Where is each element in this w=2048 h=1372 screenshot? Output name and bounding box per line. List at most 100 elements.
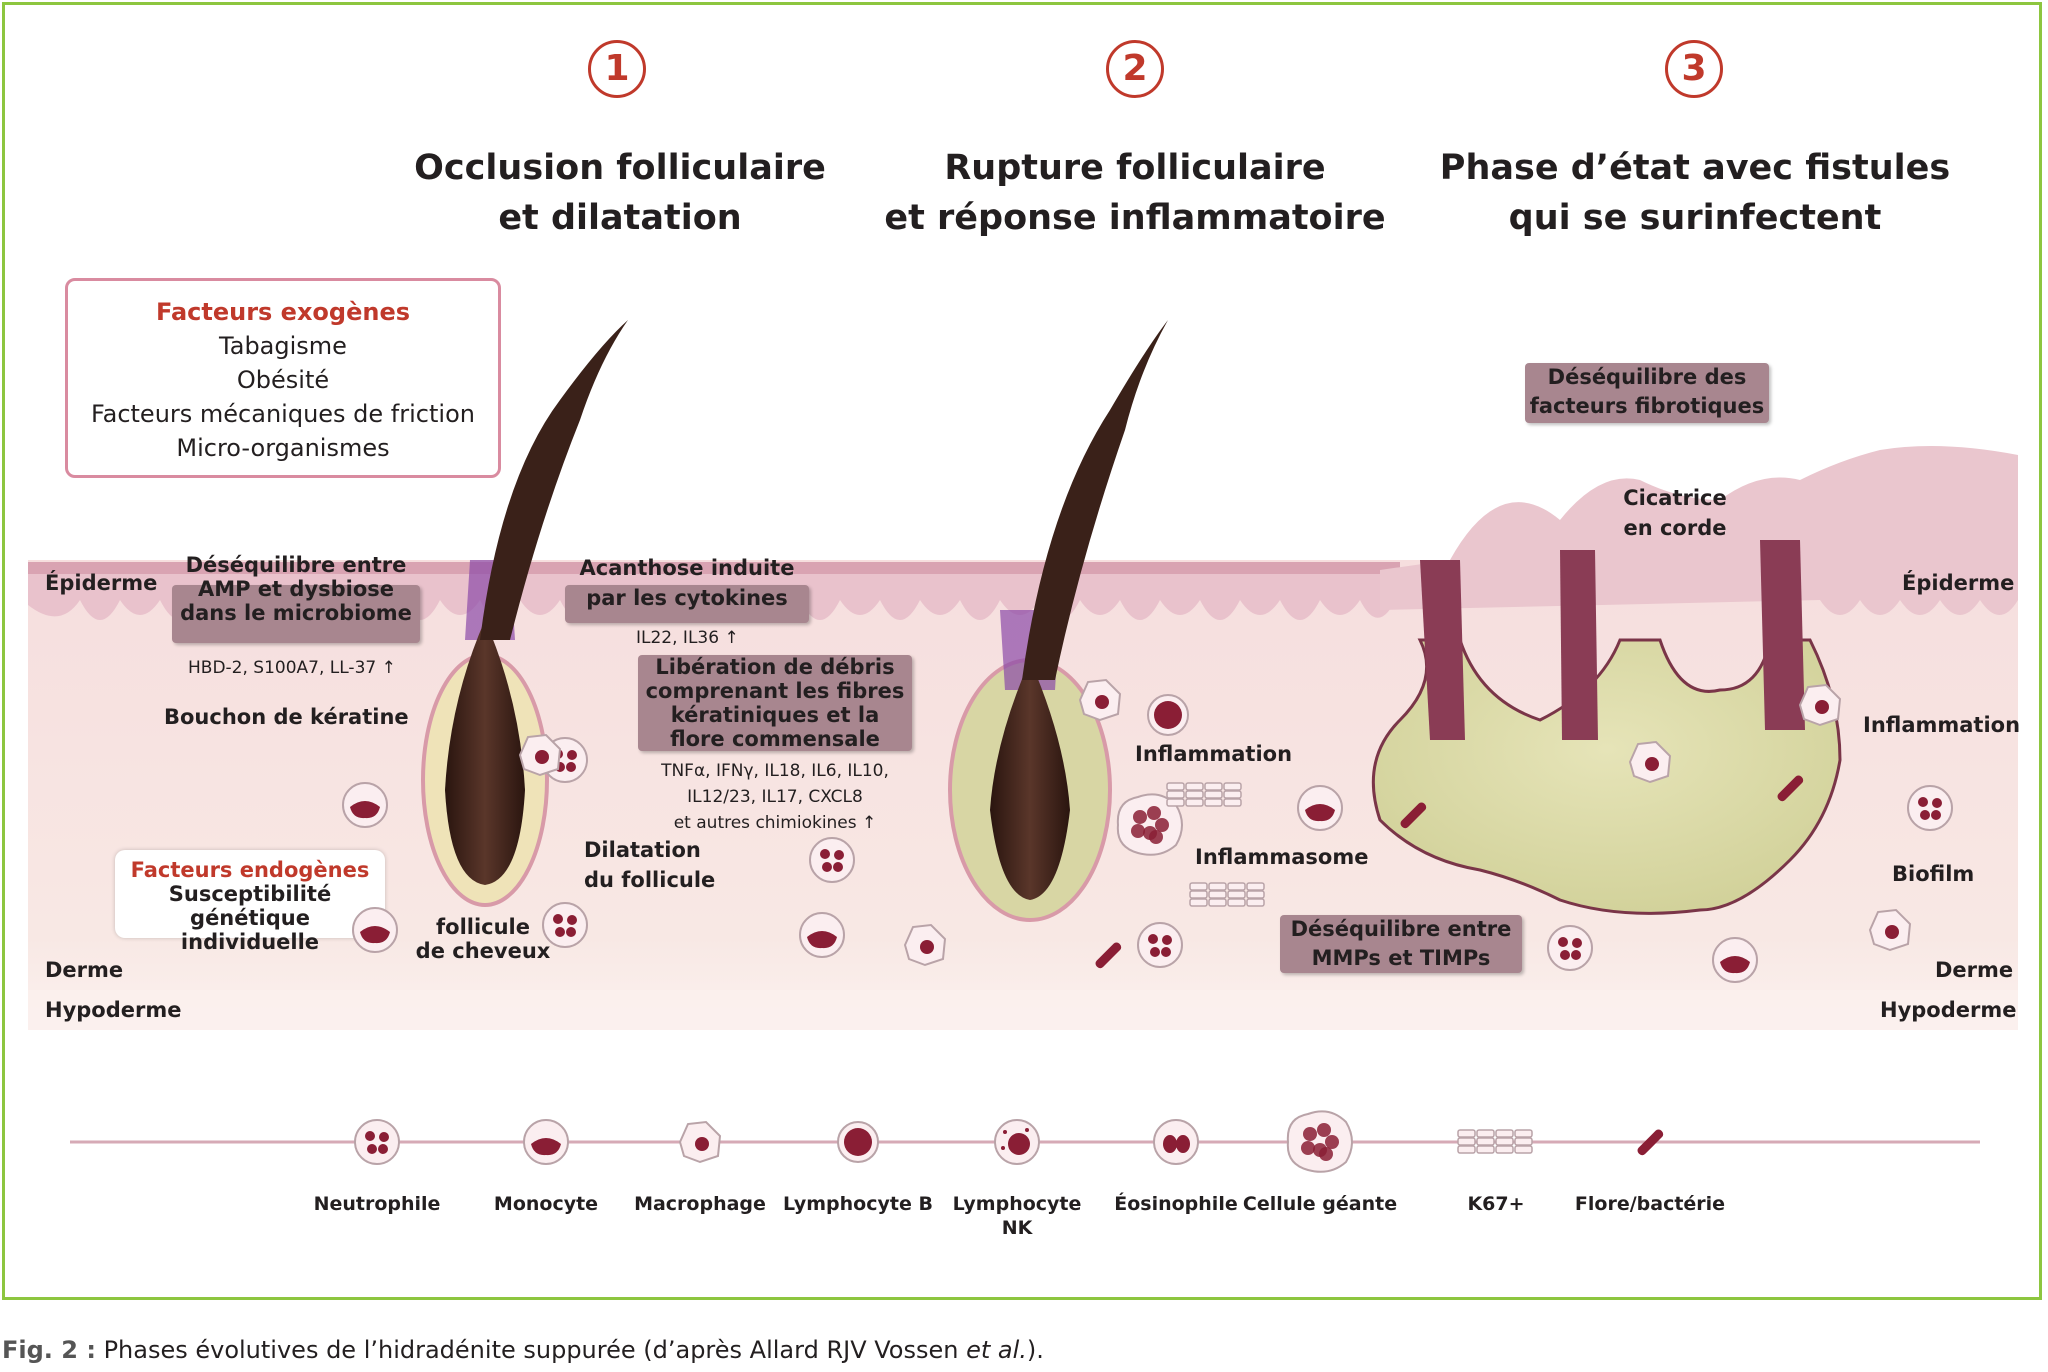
biofilm-label: Biofilm [1892, 862, 1975, 886]
endogenous-heading: Facteurs endogènes [130, 858, 370, 882]
cytokines-label: TNFα, IFNγ, IL18, IL6, IL10, IL12/23, IL… [625, 758, 925, 836]
amp-box [172, 585, 420, 643]
legend-label: Flore/bactérie [1560, 1192, 1740, 1216]
legend-icon-lymphoB [837, 1121, 879, 1163]
legend-label: Éosinophile [1086, 1192, 1266, 1216]
liberation-label-line3: kératiniques et la [670, 703, 880, 727]
tissue-cell-mono [799, 912, 845, 958]
acanthose-label-line1: Acanthose induite [579, 556, 795, 580]
legend-label: Macrophage [610, 1192, 790, 1216]
exogenous-factors-box: Facteurs exogènes Tabagisme Obésité Fact… [65, 278, 501, 478]
acanthose-label-line2: par les cytokines [586, 586, 788, 610]
caption-italic: et al. [966, 1336, 1027, 1364]
tissue-cell-macro [1798, 683, 1842, 727]
stage-2-title: Rupture folliculaire et réponse inflamma… [865, 143, 1405, 243]
mmp-label: Déséquilibre entre MMPs et TIMPs [1275, 915, 1527, 973]
cicatrice-label: Cicatrice en corde [1600, 483, 1750, 543]
stage-3-number: 3 [1665, 40, 1723, 98]
stage-1-title-line1: Occlusion folliculaire [414, 148, 826, 188]
legend-icon-nk [994, 1119, 1040, 1165]
liberation-label: Libération de débris comprenant les fibr… [632, 655, 918, 751]
mmp-box [1280, 915, 1522, 973]
legend-label-line1: Monocyte [493, 1193, 599, 1215]
tissue-cell-macro [518, 733, 562, 777]
legend-icon-mono [523, 1119, 569, 1165]
tissue-cell-neutro [809, 837, 855, 883]
legend-icon-bact [1637, 1129, 1664, 1156]
tissue-cell-macro [1078, 678, 1122, 722]
exogenous-item: Tabagisme [219, 332, 347, 360]
tissue-cell-neutro [1137, 922, 1183, 968]
cicatrice-label-line2: en corde [1623, 516, 1727, 540]
tissue-cell-macro [903, 923, 947, 967]
inflammasome-label: Inflammasome [1195, 845, 1369, 869]
stage-3-title-line1: Phase d’état avec fistules [1439, 148, 1951, 188]
legend-icon-macro [678, 1120, 722, 1164]
acanthose-box [565, 585, 809, 623]
label-hypoderme-right: Hypoderme [1880, 998, 2017, 1022]
fibro-box [1525, 363, 1769, 423]
exogenous-item: Facteurs mécaniques de friction [91, 400, 475, 428]
tissue-cell-k67 [1189, 882, 1265, 907]
liberation-label-line2: comprenant les fibres [645, 679, 905, 703]
endogenous-line2: individuelle [180, 930, 320, 954]
tissue-cell-mono [1297, 785, 1343, 831]
mmp-label-line2: MMPs et TIMPs [1311, 946, 1491, 970]
legend-label: K67+ [1406, 1192, 1586, 1216]
stage-3-title: Phase d’état avec fistules qui se surinf… [1405, 143, 1985, 243]
label-hypoderme-left: Hypoderme [45, 998, 182, 1022]
tissue-cell-mono [1712, 937, 1758, 983]
endogenous-factors-box: Facteurs endogènes Susceptibilité généti… [115, 850, 385, 954]
tissue-cell-k67 [1166, 782, 1242, 807]
tissue-cell-bact [1095, 942, 1122, 969]
hbd-label: HBD-2, S100A7, LL-37 ↑ [188, 658, 396, 678]
tissue-cell-neutro [1547, 925, 1593, 971]
exogenous-item: Obésité [236, 366, 330, 394]
inflammation-mid-label: Inflammation [1135, 742, 1293, 766]
liberation-label-line1: Libération de débris [655, 655, 895, 679]
il22-label: IL22, IL36 ↑ [636, 628, 739, 648]
inflammation-right-label: Inflammation [1863, 713, 2021, 737]
legend-icon-eos [1153, 1119, 1199, 1165]
legend-label: Neutrophile [287, 1192, 467, 1216]
follicule-label: follicule de cheveux [408, 915, 558, 963]
follicule-label-line2: de cheveux [415, 939, 551, 963]
stage-2-title-line1: Rupture folliculaire [944, 148, 1326, 188]
legend-label-line1: K67+ [1467, 1193, 1525, 1215]
exogenous-heading: Facteurs exogènes [155, 298, 411, 326]
cicatrice-label-line1: Cicatrice [1623, 486, 1727, 510]
caption-text: Phases évolutives de l’hidradénite suppu… [95, 1336, 967, 1364]
follicule-label-line1: follicule [436, 915, 530, 939]
dilatation-label-line2: du follicule [584, 868, 716, 892]
liberation-box [638, 655, 912, 751]
legend-label-line1: Cellule géante [1242, 1193, 1398, 1215]
tissue-cell-mono [352, 907, 398, 953]
legend-label: Monocyte [456, 1192, 636, 1216]
tissue-cell-bact [1400, 802, 1427, 829]
amp-label-line3: dans le microbiome [180, 601, 412, 625]
cell-icons [70, 678, 1980, 1173]
acanthose-label: Acanthose induite par les cytokines [560, 553, 814, 613]
tissue-cell-neutro [1907, 785, 1953, 831]
stage-1-title-line2: et dilatation [498, 198, 742, 238]
exogenous-item: Micro-organismes [176, 434, 390, 462]
tissue-cell-bact [1777, 775, 1804, 802]
stage-2-number: 2 [1106, 40, 1164, 98]
amp-label: Déséquilibre entre AMP et dysbiose dans … [160, 553, 432, 625]
label-derme-right: Derme [1935, 958, 2014, 982]
fibro-label: Déséquilibre des facteurs fibrotiques [1520, 363, 1774, 421]
label-epiderme-left: Épiderme [45, 571, 158, 595]
scar-epidermis [1380, 446, 2018, 615]
stage1-hair-shaft [480, 320, 628, 640]
stage-1-title: Occlusion folliculaire et dilatation [380, 143, 860, 243]
tissue-cell-macro [1628, 740, 1672, 784]
stage3-tunnel-2 [1560, 550, 1598, 740]
fibro-label-line1: Déséquilibre des [1547, 365, 1747, 389]
stage-2-title-line2: et réponse inflammatoire [884, 198, 1386, 238]
stage3-tunnel-1 [1420, 560, 1465, 740]
cytokines-label-line2: IL12/23, IL17, CXCL8 [687, 787, 863, 807]
caption-suffix: ). [1026, 1336, 1044, 1364]
caption-prefix: Fig. 2 : [2, 1336, 96, 1364]
bouchon-label: Bouchon de kératine [164, 705, 409, 729]
